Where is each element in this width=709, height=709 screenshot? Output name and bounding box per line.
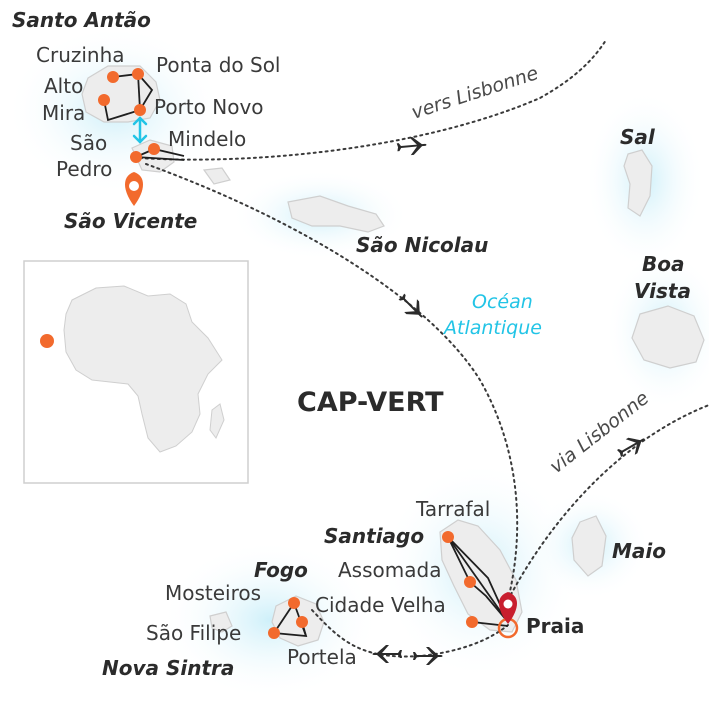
label-ocean-1: Océan bbox=[472, 291, 533, 313]
label-cidade-velha: Cidade Velha bbox=[315, 593, 446, 617]
label-praia: Praia bbox=[526, 614, 584, 638]
label-sao-nicolau: São Nicolau bbox=[356, 233, 488, 257]
dot-sao-pedro bbox=[130, 151, 142, 163]
ferry-arrows-icon bbox=[132, 116, 148, 144]
africa-shape bbox=[63, 285, 223, 453]
label-pedro: Pedro bbox=[56, 157, 112, 181]
map-pin-icon bbox=[497, 592, 519, 639]
island-santo-antao bbox=[81, 65, 161, 123]
label-vista: Vista bbox=[634, 279, 691, 303]
label-nova-sintra: Nova Sintra bbox=[102, 656, 234, 680]
island-sao-vicente bbox=[131, 139, 175, 173]
label-portela: Portela bbox=[287, 645, 357, 669]
plane-icon bbox=[617, 437, 645, 457]
label-sao: São bbox=[70, 131, 107, 155]
label-country: CAP-VERT bbox=[297, 387, 444, 418]
plane-icon bbox=[396, 136, 427, 156]
label-maio: Maio bbox=[612, 539, 666, 563]
island-santa-luzia bbox=[202, 167, 231, 185]
label-via-lisbonne: via Lisbonne bbox=[546, 387, 654, 478]
island-boa-vista bbox=[631, 305, 705, 369]
island-brava bbox=[209, 611, 233, 633]
africa-inset-map bbox=[23, 260, 249, 484]
label-santo-antao: Santo Antão bbox=[12, 8, 151, 32]
dot-portela bbox=[296, 616, 308, 628]
island-sal bbox=[623, 149, 653, 217]
label-vers-lisbonne: vers Lisbonne bbox=[409, 62, 541, 124]
label-ponta-do-sol: Ponta do Sol bbox=[156, 53, 281, 77]
dot-mindelo bbox=[148, 143, 160, 155]
plane-icon bbox=[398, 293, 423, 318]
dot-tarrafal bbox=[442, 531, 454, 543]
dot-sao-filipe bbox=[268, 627, 280, 639]
island-sao-nicolau bbox=[287, 195, 385, 233]
plane-icon bbox=[372, 645, 402, 663]
label-tarrafal: Tarrafal bbox=[415, 497, 490, 521]
label-santiago: Santiago bbox=[324, 524, 424, 548]
label-ocean-2: Atlantique bbox=[442, 317, 542, 339]
plane-icons bbox=[372, 136, 645, 665]
place-dots bbox=[98, 68, 478, 639]
label-porto-novo: Porto Novo bbox=[154, 95, 264, 119]
island-maio bbox=[571, 515, 607, 577]
dot-cidade-velha bbox=[466, 616, 478, 628]
dot-alto-mira bbox=[98, 94, 110, 106]
label-sao-filipe: São Filipe bbox=[146, 621, 241, 645]
dot-assomada bbox=[464, 576, 476, 588]
dot-cruzinha bbox=[107, 71, 119, 83]
cape-verde-locator-dot bbox=[40, 334, 54, 348]
plane-icon bbox=[413, 647, 443, 665]
label-alto: Alto bbox=[44, 74, 83, 98]
label-mira: Mira bbox=[42, 101, 85, 125]
dot-ponta-do-sol bbox=[132, 68, 144, 80]
label-boa: Boa bbox=[642, 252, 684, 276]
label-assomada: Assomada bbox=[338, 558, 441, 582]
label-sao-vicente: São Vicente bbox=[64, 209, 197, 233]
itinerary-routes bbox=[103, 73, 509, 638]
start-pin-icon bbox=[125, 172, 143, 206]
label-mosteiros: Mosteiros bbox=[165, 581, 261, 605]
label-cruzinha: Cruzinha bbox=[36, 43, 125, 67]
dot-porto-novo bbox=[134, 104, 146, 116]
label-mindelo: Mindelo bbox=[168, 127, 246, 151]
label-fogo: Fogo bbox=[254, 558, 308, 582]
label-sal: Sal bbox=[620, 125, 656, 149]
dot-mosteiros bbox=[288, 597, 300, 609]
